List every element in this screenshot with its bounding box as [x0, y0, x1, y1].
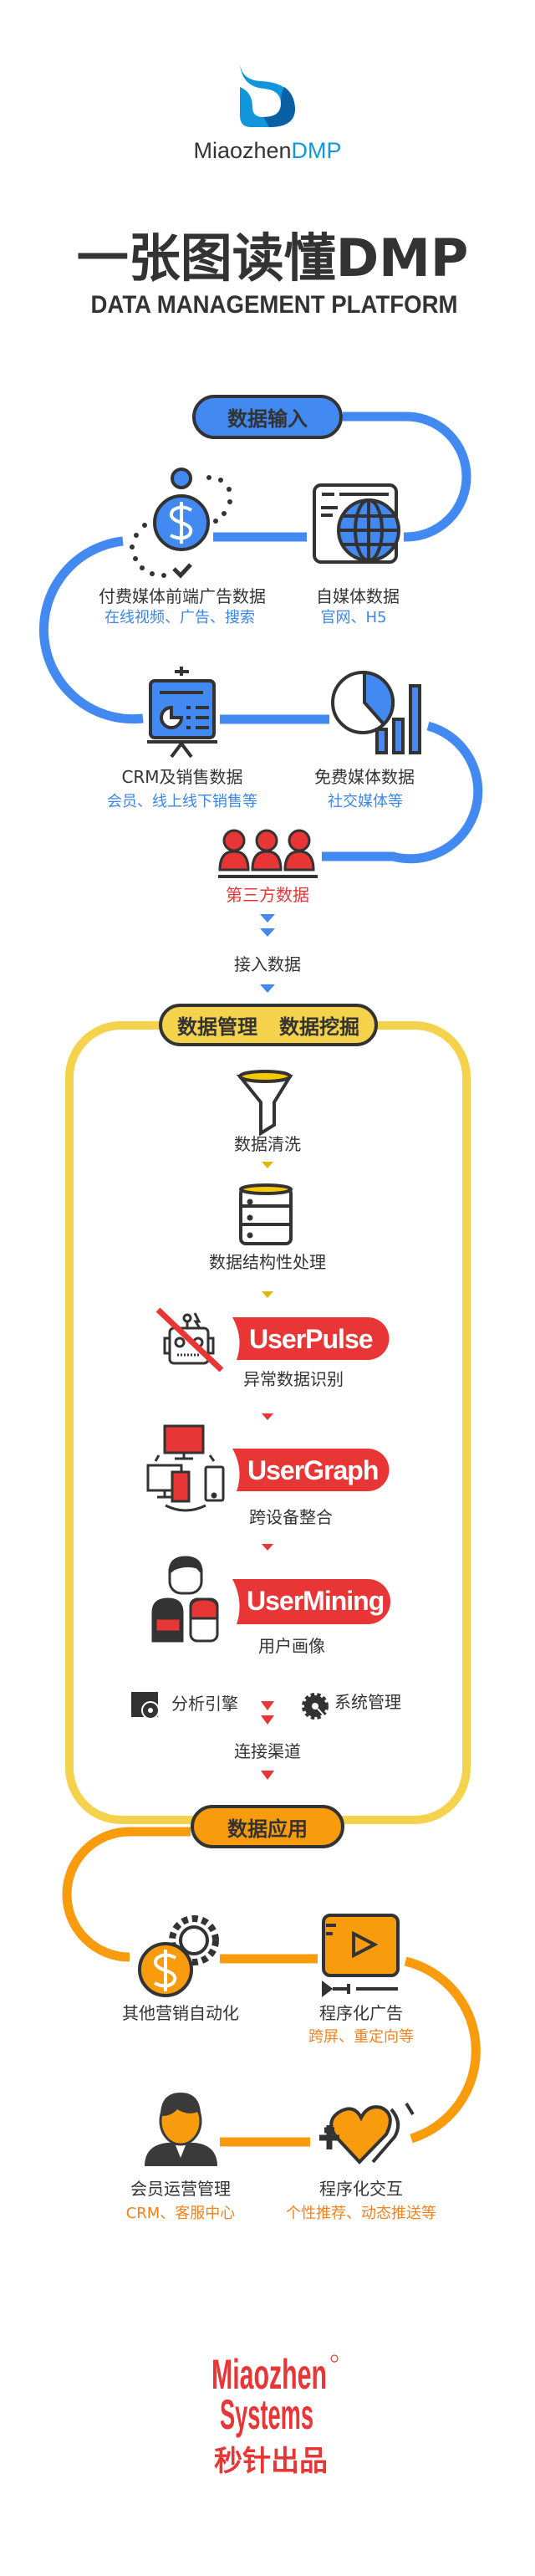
video-player-icon — [322, 1914, 400, 1997]
data-application-connector-path — [62, 1827, 481, 2147]
usermining-label: UserMining — [247, 1586, 385, 1616]
arrow-down-icon — [262, 1413, 273, 1420]
userpulse-tab — [232, 1317, 390, 1360]
system-management-icon — [302, 1693, 329, 1720]
analysis-engine-label: 分析引擎 — [171, 1694, 238, 1714]
heart-plus-icon — [319, 2102, 415, 2165]
pill-label: 数据管理 — [177, 1015, 257, 1039]
source-sub: 会员、线上线下销售等 — [107, 793, 257, 810]
data-input-pill: 数据输入 — [192, 395, 343, 439]
arrow-down-icon — [262, 1162, 273, 1168]
usergraph-tab — [232, 1449, 390, 1491]
robot-blocked-icon — [155, 1307, 224, 1372]
logo-text-accent: DMP — [291, 138, 342, 163]
data-management-pill: 数据管理 数据挖掘 — [159, 1004, 378, 1046]
application-label: 会员运营管理 — [130, 2179, 231, 2199]
application-label: 程序化交互 — [319, 2179, 403, 2199]
funnel-icon — [236, 1070, 293, 1137]
application-sub: 个性推荐、动态推送等 — [286, 2205, 436, 2222]
application-label: 其他营销自动化 — [122, 2003, 239, 2023]
usergraph-label: UserGraph — [247, 1455, 379, 1485]
source-label: 自媒体数据 — [316, 586, 400, 606]
page-title: 一张图读懂DMP — [76, 227, 469, 289]
footer-logo-line1: Miaozhen — [211, 2351, 327, 2398]
source-label: 免费媒体数据 — [314, 767, 415, 787]
miaozhen-systems-logo: Miaozhen Systems — [211, 2351, 339, 2438]
data-application-pill: 数据应用 — [191, 1805, 344, 1848]
page-subtitle: DATA MANAGEMENT PLATFORM — [90, 291, 458, 319]
step-label: 异常数据识别 — [243, 1369, 344, 1389]
data-input-connector-path — [38, 411, 483, 864]
application-sub: CRM、客服中心 — [125, 2205, 236, 2222]
arrow-down-icon — [261, 1715, 274, 1725]
arrow-down-icon — [260, 984, 275, 993]
source-label: 付费媒体前端广告数据 — [99, 586, 266, 606]
usermining-tab — [232, 1579, 391, 1624]
arrow-down-icon — [262, 1291, 273, 1298]
source-sub: 官网、H5 — [320, 609, 387, 626]
web-globe-icon — [313, 483, 400, 564]
userpulse-label: UserPulse — [249, 1324, 374, 1354]
step-label: 跨设备整合 — [249, 1507, 333, 1527]
footer-tagline: 秒针出品 — [214, 2445, 328, 2478]
miaozhen-dmp-logo-icon — [240, 64, 295, 127]
arrow-down-icon — [261, 1701, 274, 1710]
people-group-icon — [218, 829, 318, 878]
arrow-down-icon — [260, 928, 275, 937]
logo-text-main: Miaozhen — [193, 138, 292, 163]
step-label: 用户画像 — [258, 1636, 325, 1656]
source-sub: 社交媒体等 — [328, 793, 403, 810]
step-label: 数据结构性处理 — [209, 1252, 326, 1272]
devices-icon — [146, 1424, 225, 1512]
source-sub: 在线视频、广告、搜索 — [104, 609, 255, 626]
step-label: 数据清洗 — [234, 1134, 301, 1154]
third-party-label: 第三方数据 — [226, 885, 309, 905]
source-label: CRM及销售数据 — [121, 767, 243, 787]
analysis-engine-icon — [131, 1692, 160, 1720]
application-sub: 跨屏、重定向等 — [308, 2028, 414, 2046]
logo-wordmark: MiaozhenDMP — [193, 140, 341, 162]
user-avatars-icon — [151, 1556, 219, 1643]
arrow-down-icon — [262, 1544, 273, 1551]
pill-label: 数据挖掘 — [279, 1015, 359, 1039]
application-label: 程序化广告 — [319, 2003, 403, 2023]
connect-channel-label: 连接渠道 — [234, 1741, 301, 1761]
registered-mark-icon — [330, 2354, 339, 2363]
footer-logo-line2: Systems — [220, 2391, 313, 2438]
dollar-cycle-icon — [130, 468, 232, 579]
system-management-label: 系统管理 — [334, 1692, 401, 1712]
businessman-icon — [145, 2093, 217, 2166]
presentation-board-icon — [147, 667, 217, 759]
access-data-label: 接入数据 — [234, 954, 301, 974]
pie-bar-chart-icon — [331, 670, 421, 754]
arrow-down-icon — [260, 914, 275, 923]
dollar-gear-icon — [138, 1915, 219, 1997]
database-icon — [239, 1183, 293, 1245]
arrow-down-icon — [261, 1771, 274, 1780]
